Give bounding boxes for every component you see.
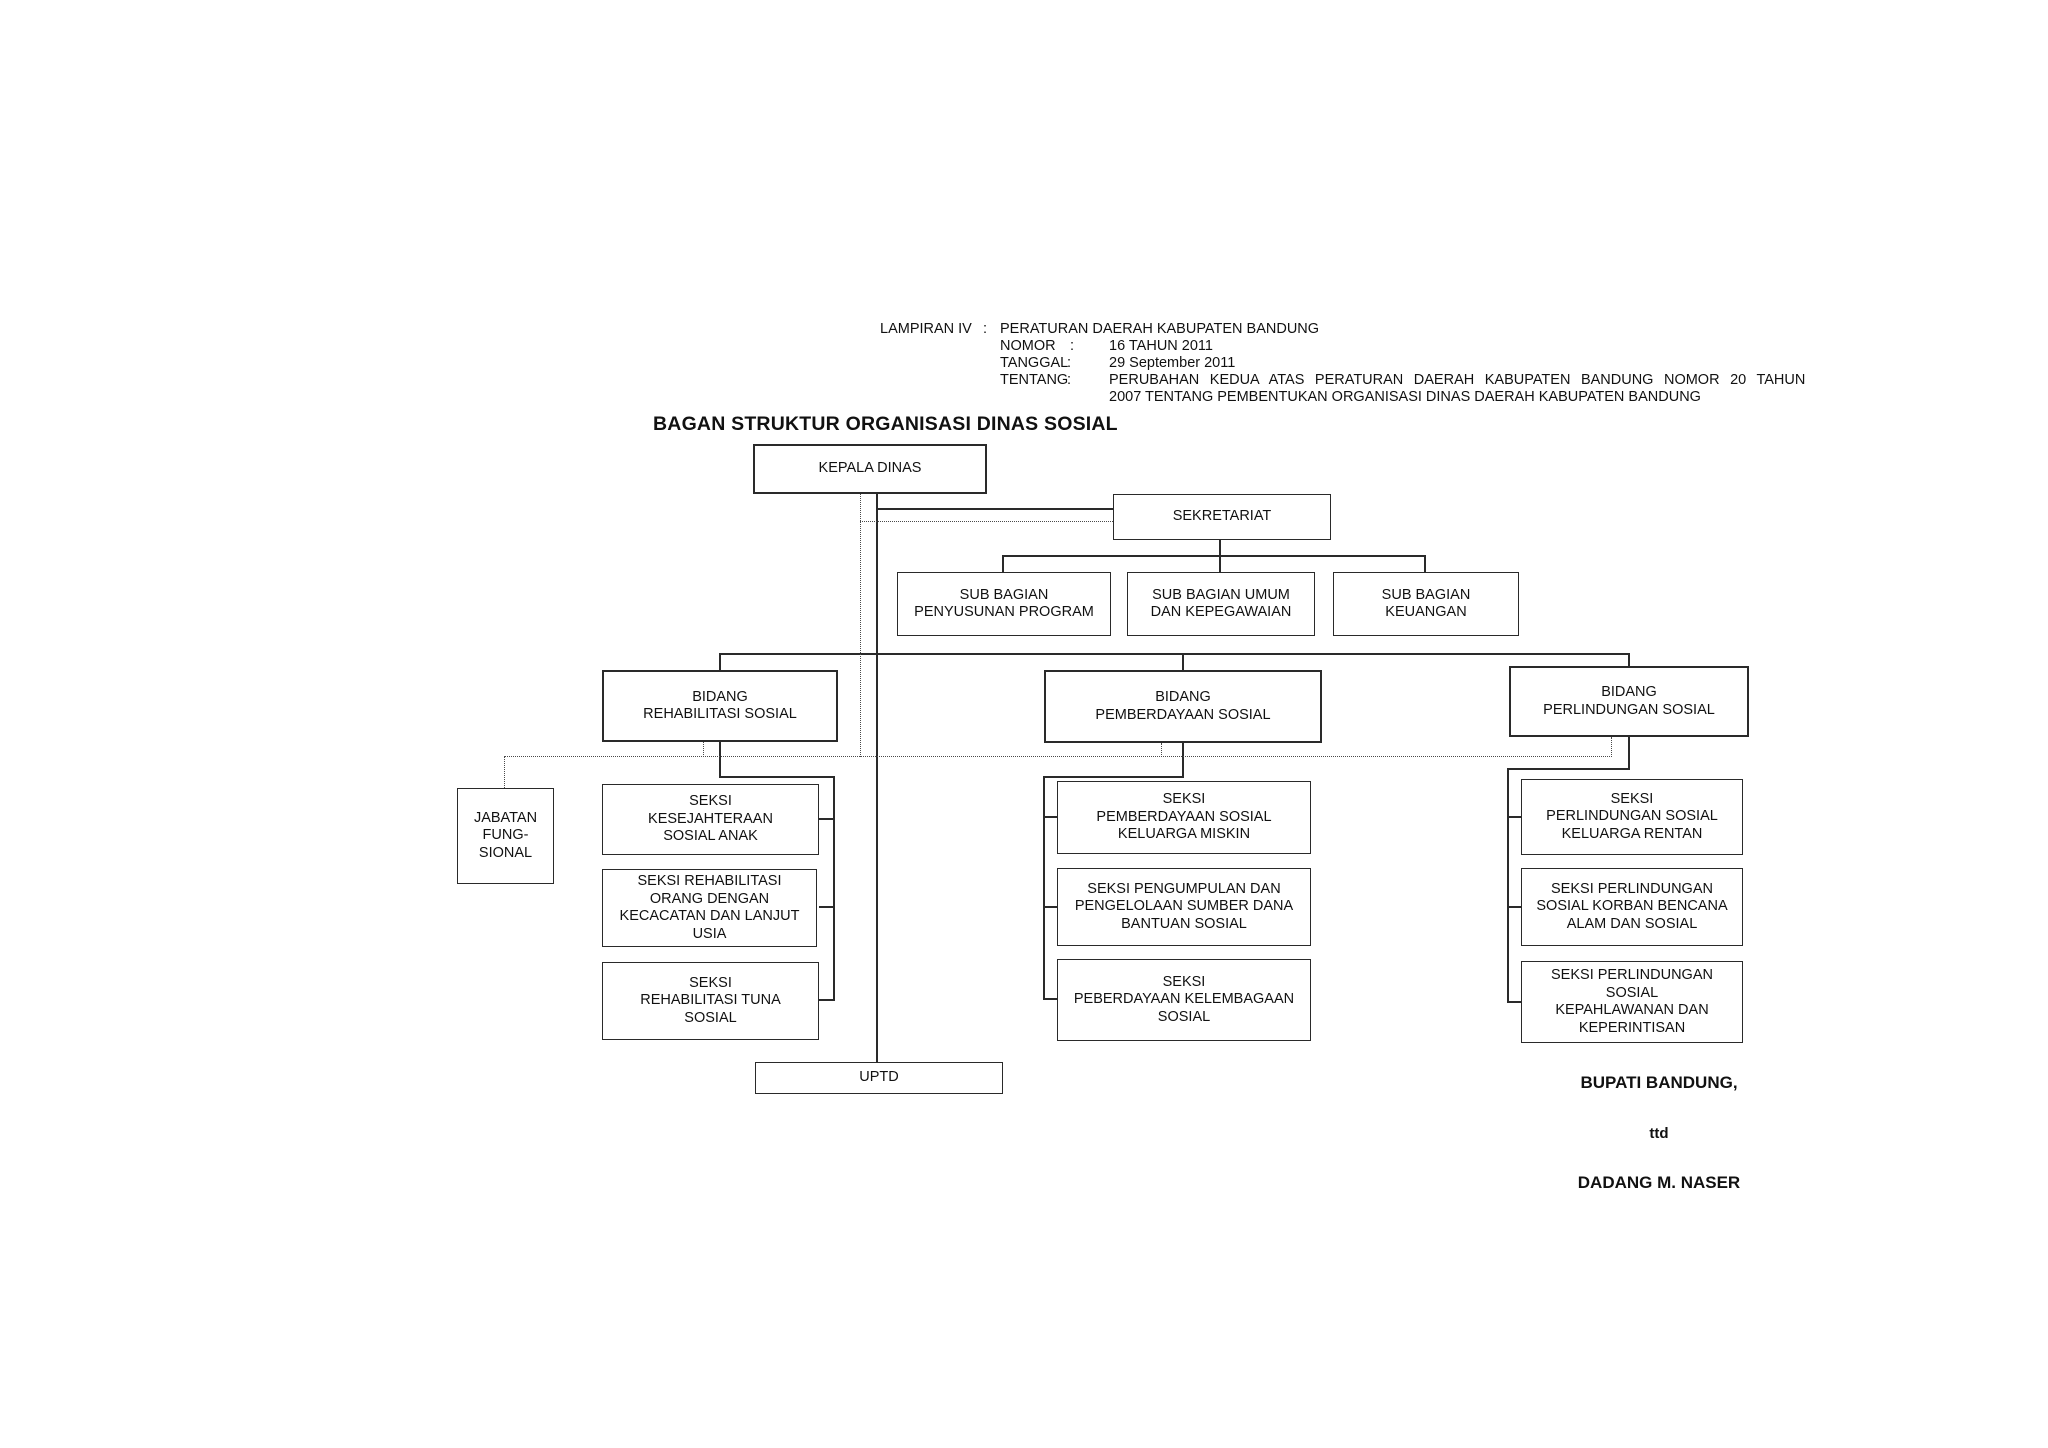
nomor-label: NOMOR <box>1000 338 1056 354</box>
connector-bidang-stub-middle <box>1182 653 1184 670</box>
box-bidang-rehabilitasi-sosial: BIDANG REHABILITASI SOSIAL <box>602 670 838 742</box>
dotted-line-pemberdayaan-stub <box>1161 743 1162 757</box>
tentang-value-line2: 2007 TENTANG PEMBENTUKAN ORGANISASI DINA… <box>1109 389 1701 405</box>
tentang-label: TENTANG <box>1000 372 1069 388</box>
dotted-line-perlindungan-stub <box>1611 737 1612 757</box>
box-bidang-pemberdayaan-sosial: BIDANG PEMBERDAYAAN SOSIAL <box>1044 670 1322 743</box>
box-seksi-pemberdayaan-keluarga-miskin: SEKSI PEMBERDAYAAN SOSIAL KELUARGA MISKI… <box>1057 781 1311 854</box>
box-sub-bagian-penyusunan-program: SUB BAGIAN PENYUSUNAN PROGRAM <box>897 572 1111 636</box>
box-uptd: UPTD <box>755 1062 1003 1094</box>
connector-pemberdayaan-spine <box>1043 776 1045 1000</box>
nomor-value: 16 TAHUN 2011 <box>1109 338 1213 354</box>
connector-subbagian-horizontal <box>1002 555 1426 557</box>
connector-bidang-elbow-left <box>719 653 721 670</box>
box-sub-bagian-umum-kepegawaian: SUB BAGIAN UMUM DAN KEPEGAWAIAN <box>1127 572 1315 636</box>
connector-trunk-vertical <box>876 494 878 1062</box>
signature-holder: BUPATI BANDUNG, <box>1580 1073 1738 1092</box>
tentang-value: PERUBAHAN KEDUA ATAS PERATURAN DAERAH KA… <box>1109 372 1806 406</box>
connector-rehab-spine <box>833 776 835 1001</box>
box-seksi-pengumpulan-sumber-dana: SEKSI PENGUMPULAN DAN PENGELOLAAN SUMBER… <box>1057 868 1311 946</box>
connector-perlindungan-down <box>1628 737 1630 770</box>
box-seksi-rehabilitasi-tuna-sosial: SEKSI REHABILITASI TUNA SOSIAL <box>602 962 819 1040</box>
box-kepala-dinas: KEPALA DINAS <box>753 444 987 494</box>
lampiran-label: LAMPIRAN IV <box>880 321 972 337</box>
connector-kepala-sekretariat <box>876 508 1113 510</box>
connector-rehab-seksi3 <box>819 999 833 1001</box>
box-seksi-perlindungan-kepahlawanan: SEKSI PERLINDUNGAN SOSIAL KEPAHLAWANAN D… <box>1521 961 1743 1043</box>
box-bidang-perlindungan-sosial: BIDANG PERLINDUNGAN SOSIAL <box>1509 666 1749 737</box>
tanggal-colon: : <box>1067 355 1072 371</box>
box-seksi-perlindungan-keluarga-rentan: SEKSI PERLINDUNGAN SOSIAL KELUARGA RENTA… <box>1521 779 1743 855</box>
lampiran-value: PERATURAN DAERAH KABUPATEN BANDUNG <box>1000 321 1320 337</box>
connector-rehab-seksi1 <box>819 818 833 820</box>
dotted-line-jabatan-stub <box>504 756 505 788</box>
tanggal-value: 29 September 2011 <box>1109 355 1236 371</box>
connector-perlindungan-seksi1 <box>1509 816 1521 818</box>
signature-name: DADANG M. NASER <box>1577 1173 1741 1192</box>
connector-perlindungan-spine <box>1507 768 1509 1003</box>
box-seksi-perlindungan-korban-bencana: SEKSI PERLINDUNGAN SOSIAL KORBAN BENCANA… <box>1521 868 1743 946</box>
dotted-line-rehab-stub <box>703 742 704 757</box>
dotted-line-coordination-horizontal <box>504 756 1612 757</box>
box-sub-bagian-keuangan: SUB BAGIAN KEUANGAN <box>1333 572 1519 636</box>
connector-rehab-seksi2 <box>819 906 833 908</box>
connector-pemberdayaan-down <box>1182 743 1184 778</box>
signature-ttd: ttd <box>1649 1125 1669 1142</box>
dotted-line-kepala-sekretariat <box>860 521 1113 522</box>
connector-pemberdayaan-seksi3 <box>1045 998 1057 1000</box>
connector-perlindungan-across <box>1507 768 1630 770</box>
lampiran-colon: : <box>983 321 988 337</box>
box-sekretariat: SEKRETARIAT <box>1113 494 1331 540</box>
connector-pemberdayaan-seksi1 <box>1045 816 1057 818</box>
connector-bidang-elbow-right <box>1628 653 1630 666</box>
tentang-colon: : <box>1067 372 1072 388</box>
dotted-line-kepala-vertical <box>860 494 861 757</box>
box-seksi-peberdayaan-kelembagaan-sosial: SEKSI PEBERDAYAAN KELEMBAGAAN SOSIAL <box>1057 959 1311 1041</box>
connector-rehab-across <box>719 776 835 778</box>
connector-rehab-down <box>719 742 721 778</box>
connector-subbagian-elbow-left <box>1002 555 1004 572</box>
connector-perlindungan-seksi2 <box>1509 906 1521 908</box>
tanggal-label: TANGGAL <box>1000 355 1069 371</box>
connector-perlindungan-seksi3 <box>1509 1001 1521 1003</box>
connector-bidang-horizontal <box>719 653 1630 655</box>
box-seksi-rehabilitasi-kecacatan-lanjut-usia: SEKSI REHABILITASI ORANG DENGAN KECACATA… <box>602 869 817 947</box>
chart-title: BAGAN STRUKTUR ORGANISASI DINAS SOSIAL <box>653 413 1118 435</box>
box-seksi-kesejahteraan-sosial-anak: SEKSI KESEJAHTERAAN SOSIAL ANAK <box>602 784 819 855</box>
connector-pemberdayaan-seksi2 <box>1045 906 1057 908</box>
tentang-value-line1: PERUBAHAN KEDUA ATAS PERATURAN DAERAH KA… <box>1109 372 1806 388</box>
nomor-colon: : <box>1070 338 1075 354</box>
box-jabatan-fungsional: JABATAN FUNG- SIONAL <box>457 788 554 884</box>
connector-pemberdayaan-across <box>1043 776 1184 778</box>
connector-subbagian-elbow-right <box>1424 555 1426 572</box>
